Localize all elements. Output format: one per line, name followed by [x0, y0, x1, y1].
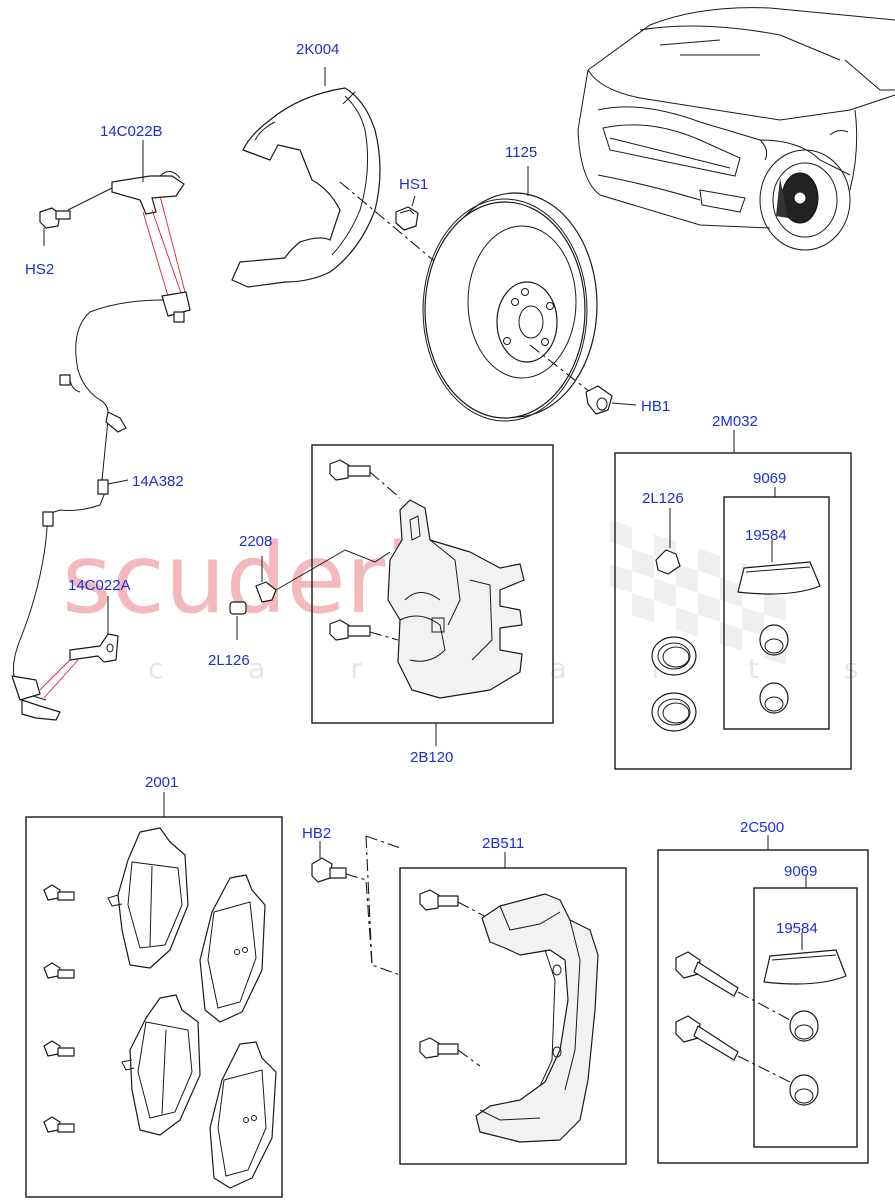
label-hb1: HB1 [641, 398, 670, 415]
screw-hs1: HS1 [395, 176, 428, 231]
guide-boot-upper [759, 624, 789, 656]
sensor-bracket-upper: 14C022B [67, 123, 185, 215]
label-guide-kit-sachet: 19584 [776, 920, 818, 937]
label-pads: 2001 [145, 774, 178, 791]
vehicle-illustration [577, 7, 895, 251]
caliper-body [387, 499, 525, 699]
pad-bolt-3 [43, 1040, 75, 1057]
guide-pin-upper [675, 951, 791, 1021]
guide-pin-lower [675, 1015, 791, 1083]
label-seal-kit-grease-sachet: 19584 [745, 527, 787, 544]
label-sensor-bracket-lower: 14C022A [68, 577, 131, 594]
carrier-box [399, 867, 627, 1165]
guide-boot-kit-lower [789, 1074, 819, 1106]
caliper-carrier [475, 893, 599, 1143]
guide-grease-sachet [763, 949, 847, 985]
brake-pad-2 [199, 874, 266, 1023]
caliper-box [311, 444, 554, 724]
pads-group: 2001 [25, 774, 283, 1198]
caliper-bolt-upper [329, 459, 401, 499]
seal-kit-grease-box [723, 496, 830, 730]
guide-boot-lower [759, 682, 789, 714]
pads-box [25, 816, 283, 1198]
label-guide-kit: 2C500 [740, 819, 784, 836]
bleed-screw: 2208 2L126 [208, 533, 391, 669]
brake-pad-1 [107, 827, 189, 969]
bolt-hb1: HB1 [529, 344, 670, 415]
label-guide-kit-grease: 9069 [784, 863, 817, 880]
label-seal-kit-grease: 9069 [753, 470, 786, 487]
guide-kit-box [657, 849, 869, 1164]
grease-sachet [737, 561, 821, 595]
pad-bolt-2 [43, 962, 75, 979]
brake-pad-4 [209, 1041, 277, 1189]
label-bleed-screw: 2208 [239, 533, 272, 550]
label-carrier: 2B511 [482, 835, 524, 852]
disc-shield: 2K004 [231, 41, 381, 288]
label-hs1: HS1 [399, 176, 428, 193]
label-disc: 1125 [505, 144, 537, 161]
piston-seal-upper [651, 636, 697, 676]
label-hb2: HB2 [302, 825, 331, 842]
caliper-group: 2B120 [311, 444, 554, 766]
guide-boot-kit-upper [789, 1010, 819, 1042]
caliper-bolt-lower [329, 619, 399, 641]
carrier-bolt-lower [419, 1037, 481, 1067]
carrier-group: 2B511 [399, 835, 627, 1165]
seal-kit-box [614, 452, 852, 770]
label-hs2: HS2 [25, 261, 54, 278]
guide-kit-grease-box [753, 887, 858, 1148]
guide-kit-group: 2C500 9069 19584 [657, 819, 869, 1164]
bolt-hb2: HB2 [302, 825, 401, 976]
piston-seal-lower [651, 692, 697, 732]
brake-disc: 1125 [422, 144, 598, 422]
brake-pad-3 [121, 994, 201, 1136]
screw-hs2: HS2 [25, 207, 71, 278]
carrier-bolt-upper [419, 889, 489, 919]
label-seal-kit: 2M032 [712, 413, 758, 430]
label-seal-kit-cap: 2L126 [642, 490, 684, 507]
pad-bolt-1 [43, 884, 75, 901]
bleed-cap [655, 549, 681, 575]
label-sensor-bracket-upper: 14C022B [100, 123, 163, 140]
seal-kit-group: 2M032 9069 2L126 19584 [614, 413, 852, 770]
wheel-sensor-harness: 14A382 [11, 291, 191, 721]
label-bleed-cap-left: 2L126 [208, 652, 250, 669]
label-caliper: 2B120 [410, 749, 453, 766]
label-wheel-sensor-harness: 14A382 [132, 473, 184, 490]
pad-bolt-4 [43, 1116, 75, 1133]
label-disc-shield: 2K004 [296, 41, 339, 58]
sensor-bracket-lower: 14C022A [39, 577, 131, 699]
